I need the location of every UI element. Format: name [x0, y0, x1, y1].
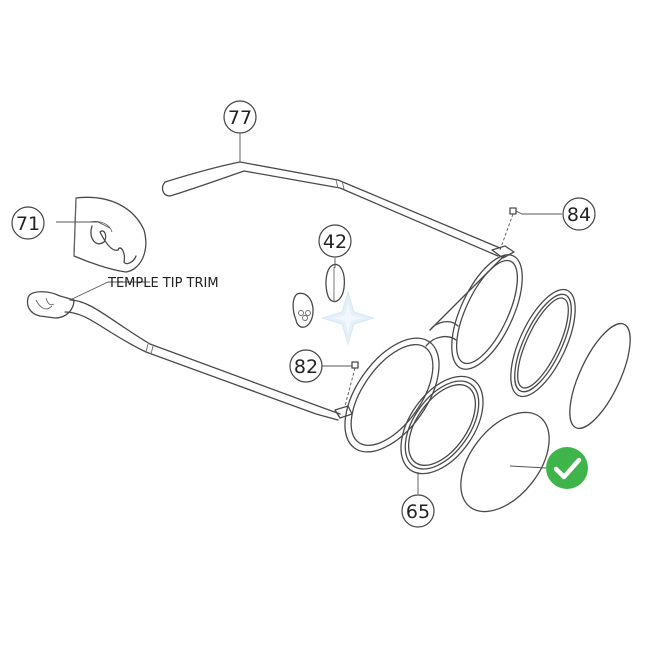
temple-tip[interactable] — [26, 291, 75, 319]
hinge-screw-right[interactable] — [499, 207, 517, 251]
temple-tip-trim-label: TEMPLE TIP TRIM — [107, 276, 219, 291]
callout-82-text: 82 — [294, 356, 318, 378]
front-frame[interactable] — [326, 245, 537, 468]
temple-arm-lower[interactable] — [64, 299, 341, 421]
callout-65[interactable]: 65 — [401, 494, 435, 528]
callout-65-text: 65 — [406, 501, 430, 523]
temple-arm-upper[interactable] — [161, 161, 501, 257]
lens-rim-right[interactable] — [498, 281, 589, 406]
callout-42-text: 42 — [323, 231, 347, 253]
callout-71[interactable]: 71 — [11, 206, 45, 240]
check-circle-icon[interactable] — [546, 447, 588, 489]
logo-insert[interactable] — [73, 196, 147, 273]
leader-lines — [56, 132, 562, 494]
callout-42[interactable]: 42 — [318, 224, 352, 258]
nose-pad-large[interactable] — [325, 263, 346, 303]
callout-77[interactable]: 77 — [223, 100, 257, 134]
star-watermark-icon — [320, 290, 376, 346]
callout-84-text: 84 — [567, 204, 591, 226]
callout-84[interactable]: 84 — [562, 197, 596, 231]
lens-right[interactable] — [558, 316, 642, 436]
nose-pad-small[interactable] — [292, 292, 314, 328]
callout-71-text: 71 — [16, 213, 40, 235]
lens-rim-left[interactable] — [384, 362, 500, 489]
callout-82[interactable]: 82 — [289, 349, 323, 383]
lens-left[interactable] — [443, 396, 567, 528]
callout-77-text: 77 — [228, 107, 252, 129]
